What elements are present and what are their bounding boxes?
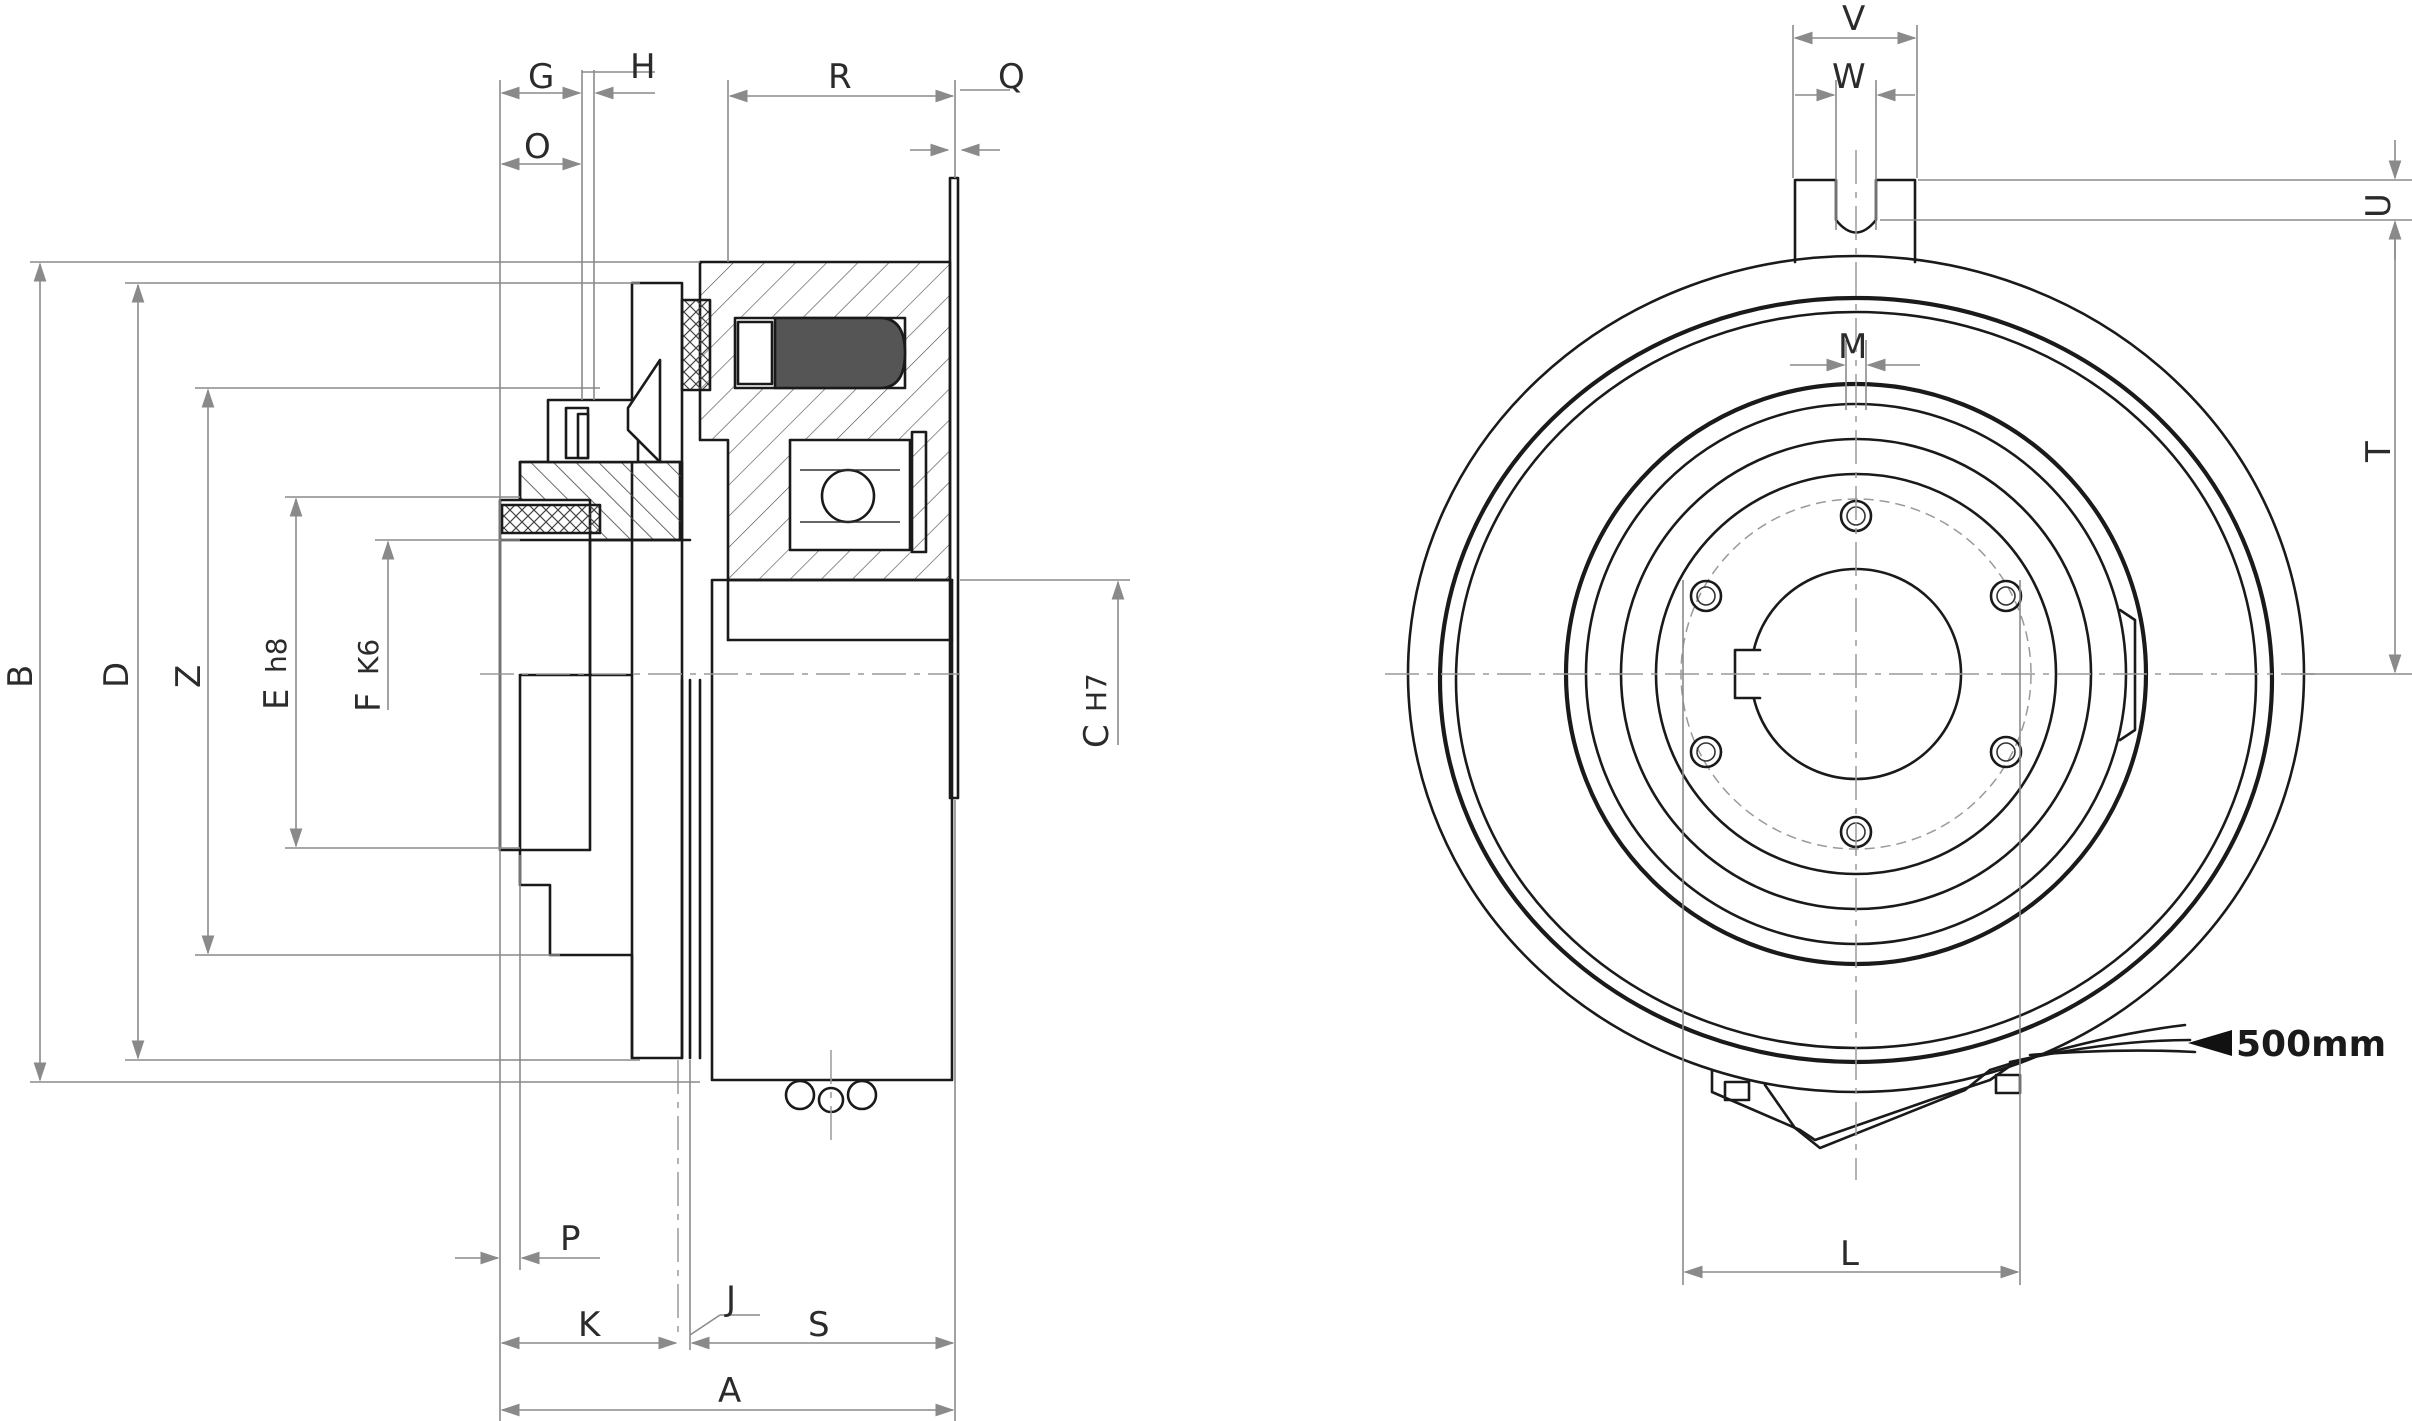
left-labels: G H R Q O B D Z E h8 F K6 C H7 P K J S A <box>1 47 1117 1411</box>
terminal-box <box>1710 1064 2012 1142</box>
label-d: D <box>97 662 137 688</box>
label-w: W <box>1832 57 1866 97</box>
label-c-tol: H7 <box>1080 673 1113 712</box>
label-z: Z <box>169 665 209 688</box>
label-r: R <box>828 57 852 97</box>
label-f-tol: K6 <box>352 639 385 675</box>
label-s: S <box>808 1305 830 1345</box>
side-section-view <box>480 176 960 1340</box>
terminal-box-inner <box>1763 1068 1992 1150</box>
label-m: M <box>1838 327 1867 367</box>
right-labels: V W U T M L 500mm <box>1832 0 2399 1274</box>
mounting-tab <box>1793 178 1917 264</box>
label-q: Q <box>998 57 1025 97</box>
label-e: E <box>257 689 297 710</box>
left-dimensions <box>30 70 1130 1421</box>
label-l: L <box>1840 1234 1859 1274</box>
ring-notch <box>2118 608 2137 742</box>
label-g: G <box>528 57 554 97</box>
cable-length-note: 500mm <box>2236 1024 2386 1065</box>
label-j: J <box>724 1279 736 1319</box>
coil-winding <box>773 316 907 390</box>
label-k: K <box>578 1305 602 1345</box>
friction-lining <box>680 298 712 392</box>
cable-arrow-icon <box>2188 1030 2232 1056</box>
label-p: P <box>560 1219 581 1259</box>
mounting-flange <box>948 176 960 800</box>
terminal-block-2 <box>1994 1073 2022 1095</box>
cable-lead-2 <box>2008 1038 2192 1064</box>
bearing-retainer <box>910 430 928 554</box>
bearing-outer <box>788 438 912 552</box>
label-e-tol: h8 <box>260 637 293 673</box>
cable-clamp <box>784 1050 878 1140</box>
label-h: H <box>630 47 656 87</box>
hub-step-1 <box>518 673 634 1060</box>
label-t: T <box>2359 441 2399 463</box>
set-screw-cone <box>626 358 662 464</box>
label-c: C <box>1077 724 1117 748</box>
cable-lead-3 <box>2028 1049 2197 1057</box>
hub-key-screw <box>500 503 602 535</box>
terminal-block-1 <box>1723 1080 1751 1102</box>
spring-pin-2 <box>576 412 590 460</box>
right-dimensions <box>1682 25 2412 1285</box>
label-b: B <box>1 665 41 688</box>
housing-body <box>710 578 954 1082</box>
label-a: A <box>718 1371 741 1411</box>
label-u: U <box>2359 193 2399 218</box>
label-o: O <box>524 127 551 167</box>
hub-flange <box>546 398 640 464</box>
label-v: V <box>1842 0 1865 39</box>
label-f: F <box>349 692 389 712</box>
front-view <box>1385 150 2320 1180</box>
coil-connector <box>736 320 774 386</box>
